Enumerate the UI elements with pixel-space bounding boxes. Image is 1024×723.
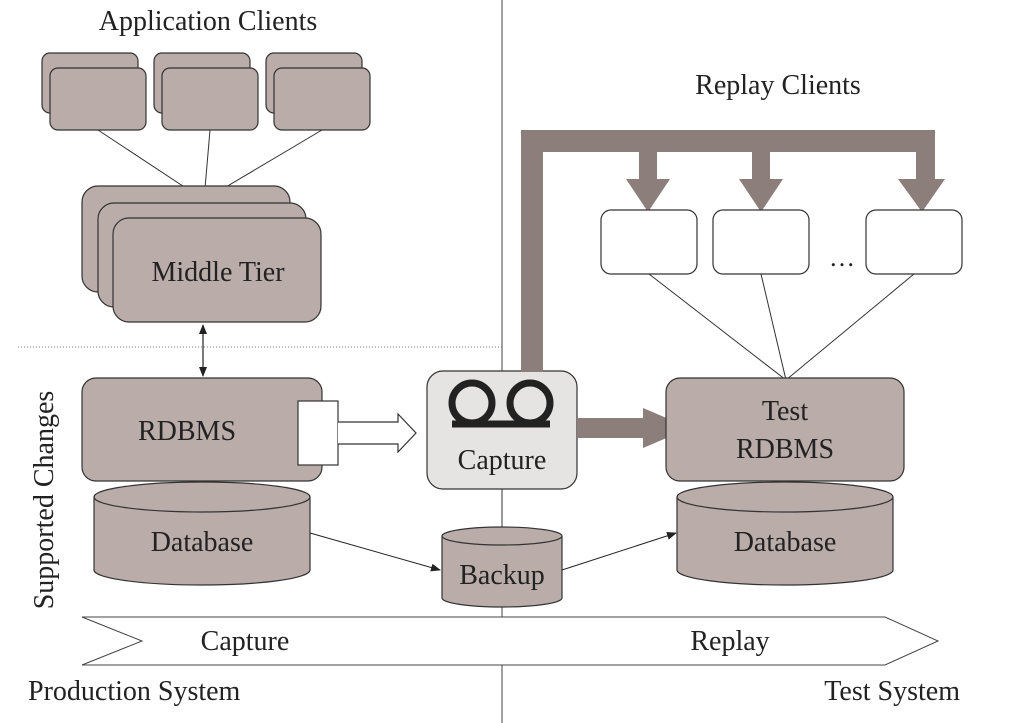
backup-to-test-database-arrow [561, 531, 677, 571]
timeline-replay-label: Replay [690, 626, 769, 657]
middle-tier-stack [81, 185, 322, 323]
replay-connector-lines [648, 273, 915, 381]
database-right-label: Database [734, 527, 837, 558]
supported-changes-label: Supported Changes [29, 391, 60, 610]
backup-label: Backup [459, 560, 545, 591]
database-right-cylinder [676, 481, 894, 586]
replay-client-2 [712, 209, 810, 275]
database-to-backup-arrow [309, 532, 441, 572]
tape-reel-icon [448, 379, 554, 428]
replay-clients-label: Replay Clients [695, 70, 861, 101]
middle-tier-label: Middle Tier [151, 257, 285, 288]
capture-tap-arrow [338, 412, 417, 454]
replay-client-1 [600, 209, 698, 275]
production-system-label: Production System [28, 676, 241, 707]
database-left-label: Database [151, 527, 254, 558]
test-system-label: Test System [824, 676, 960, 707]
application-client-3 [265, 52, 371, 131]
application-client-2 [153, 52, 259, 131]
replay-client-ellipsis: … [829, 243, 855, 272]
backup-cylinder [441, 526, 563, 608]
capture-replay-timeline-arrow [81, 616, 940, 666]
application-clients-label: Application Clients [99, 6, 318, 37]
capture-box-label: Capture [458, 445, 547, 476]
rdbms-label: RDBMS [138, 416, 236, 447]
test-rdbms-label-line1: Test [762, 396, 808, 427]
database-left-cylinder [93, 481, 311, 586]
replay-flow-arrow [521, 130, 945, 448]
replay-client-3 [865, 209, 963, 275]
test-rdbms-box [665, 377, 905, 482]
application-client-1 [41, 52, 147, 131]
test-rdbms-label-line2: RDBMS [736, 434, 834, 465]
capture-tap-box [297, 400, 339, 466]
timeline-capture-label: Capture [201, 626, 290, 657]
